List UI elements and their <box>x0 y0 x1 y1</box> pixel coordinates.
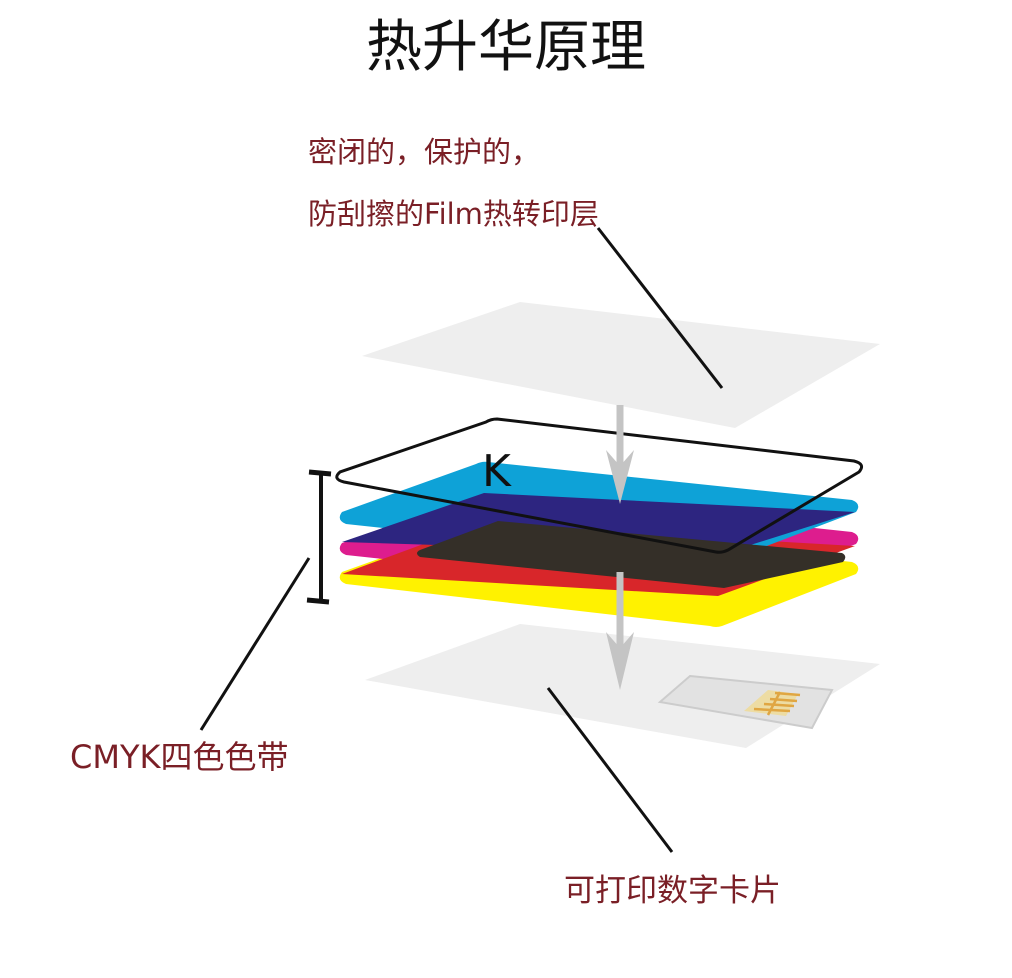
down-arrow-icon <box>606 572 634 690</box>
down-arrow-icon <box>606 405 634 504</box>
black-overlap <box>417 521 846 588</box>
cmyk-pointer-line <box>199 557 311 731</box>
film-layer <box>362 302 880 428</box>
printable-card-label: 可打印数字卡片 <box>564 873 781 909</box>
film-layer-label-line1: 密闭的，保护的， <box>308 135 541 169</box>
cmyk-bracket <box>306 469 332 605</box>
card-pointer-line <box>546 687 674 853</box>
chip-icon <box>657 674 834 730</box>
k-layer-label: K <box>482 446 512 497</box>
film-pointer-line <box>596 227 724 389</box>
k-layer <box>335 417 864 554</box>
page-title: 热升华原理 <box>366 15 646 80</box>
film-layer-label-line2: 防刮擦的Film热转印层 <box>308 197 599 231</box>
cmyk-ribbon-label: CMYK四色色带 <box>70 738 289 776</box>
